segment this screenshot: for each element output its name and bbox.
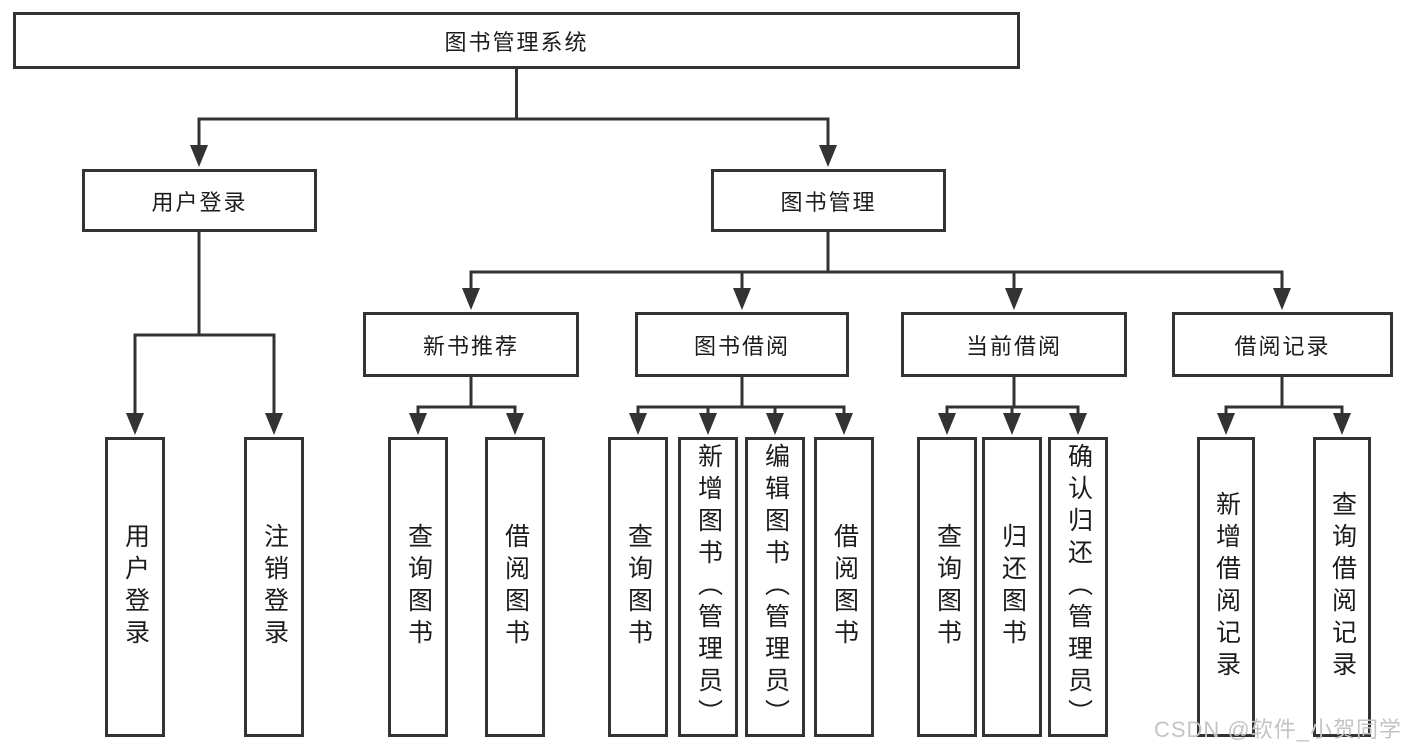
leaf-query-books: 查询图书 [388,437,448,737]
leaf-query-borrow-record: 查询借阅记录 [1313,437,1371,737]
node-label: 编辑图书（管理员） [761,443,790,731]
node-label: 查询图书 [624,523,653,651]
node-new-book-recommend: 新书推荐 [363,312,579,377]
node-label: 用户登录 [151,189,248,215]
node-label: 新增图书（管理员） [694,443,723,731]
node-current-borrow: 当前借阅 [901,312,1127,377]
leaf-edit-book-admin: 编辑图书（管理员） [745,437,805,737]
leaf-add-borrow-record: 新增借阅记录 [1197,437,1255,737]
leaf-return-books: 归还图书 [982,437,1042,737]
leaf-confirm-return-admin: 确认归还（管理员） [1048,437,1108,737]
node-label: 图书管理系统 [444,29,589,55]
node-book-management: 图书管理 [711,169,946,232]
node-book-borrow: 图书借阅 [635,312,849,377]
node-label: 图书借阅 [693,333,790,359]
leaf-borrow-books: 借阅图书 [485,437,545,737]
leaf-user-login: 用户登录 [105,437,165,737]
node-label: 借阅记录 [1234,333,1331,359]
leaf-add-book-admin: 新增图书（管理员） [678,437,738,737]
node-label: 借阅图书 [501,523,530,651]
node-label: 当前借阅 [965,333,1062,359]
node-user-login: 用户登录 [82,169,317,232]
arrowheads [126,145,1351,435]
node-label: 查询借阅记录 [1328,491,1357,683]
node-label: 借阅图书 [830,523,859,651]
node-label: 注销登录 [260,523,289,651]
node-label: 用户登录 [121,523,150,651]
node-borrow-records: 借阅记录 [1172,312,1393,377]
leaf-borrow-books: 借阅图书 [814,437,874,737]
watermark: CSDN @软件_小贺同学 [1153,717,1402,742]
leaf-query-books: 查询图书 [608,437,668,737]
node-label: 图书管理 [780,189,877,215]
node-label: 查询图书 [933,523,962,651]
leaf-logout: 注销登录 [244,437,304,737]
node-label: 新书推荐 [422,333,519,359]
node-label: 确认归还（管理员） [1064,443,1093,731]
node-label: 查询图书 [404,523,433,651]
leaf-query-books: 查询图书 [917,437,977,737]
node-root-system: 图书管理系统 [13,12,1020,69]
node-label: 新增借阅记录 [1212,491,1241,683]
node-label: 归还图书 [998,523,1027,651]
